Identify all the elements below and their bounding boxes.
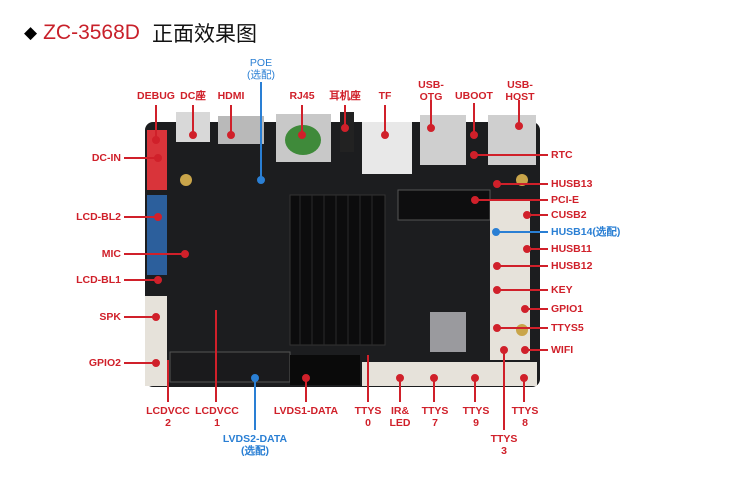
spk-gpio2-connectors (145, 296, 167, 386)
label-ttys0: TTYS 0 (354, 405, 382, 429)
label-hdmi: HDMI (217, 90, 245, 102)
view-subtitle: 正面效果图 (151, 22, 257, 46)
label-dc-jack: DC座 (180, 90, 206, 102)
usb-otg-port (420, 115, 466, 165)
diamond-bullet-icon: ◆ (24, 23, 38, 42)
label-dc-in: DC-IN (91, 152, 121, 164)
tf-slot (362, 122, 412, 174)
label-debug: DEBUG (137, 90, 175, 102)
label-usb-otg: USB- OTG (418, 79, 444, 103)
label-tf: TF (378, 90, 392, 102)
label-gpio1: GPIO1 (551, 303, 584, 315)
label-lvds1-data: LVDS1-DATA (273, 405, 339, 417)
right-connectors (490, 200, 530, 360)
label-lcd-bl2: LCD-BL2 (76, 211, 121, 223)
label-mic: MIC (101, 248, 121, 260)
label-ttys7: TTYS 7 (421, 405, 449, 429)
label-ttys5: TTYS5 (551, 322, 584, 334)
bottom-connectors (362, 362, 537, 386)
hdmi-port (218, 116, 264, 144)
label-pcie: PCI-E (551, 194, 580, 206)
label-lvds2-data: LVDS2-DATA (选配) (222, 433, 288, 457)
pcie-slot (397, 189, 491, 221)
label-husb12: HUSB12 (551, 260, 593, 272)
label-lcdvcc2: LCDVCC 2 (146, 405, 190, 429)
label-poe: POE (选配) (247, 57, 275, 81)
wifi-module (430, 312, 466, 352)
label-spk: SPK (99, 311, 121, 323)
lvds2-header (169, 351, 291, 383)
label-headphone: 耳机座 (329, 90, 361, 102)
label-husb14: HUSB14(选配) (551, 226, 621, 238)
usb-host-port (488, 115, 536, 165)
label-husb13: HUSB13 (551, 178, 593, 190)
label-usb-host: USB- HOST (505, 79, 535, 103)
lcd-bl-connectors (147, 195, 167, 275)
heatsink (289, 194, 386, 346)
label-rj45: RJ45 (289, 90, 315, 102)
label-rtc: RTC (551, 149, 573, 161)
lvds1-header (290, 355, 360, 385)
label-key: KEY (551, 284, 573, 296)
label-wifi: WIFI (551, 344, 574, 356)
label-uboot: UBOOT (455, 90, 493, 102)
label-lcdvcc1: LCDVCC 1 (195, 405, 239, 429)
label-husb11: HUSB11 (551, 243, 592, 255)
headphone-jack (340, 112, 354, 152)
label-ttys3: TTYS 3 (490, 433, 518, 457)
label-gpio2: GPIO2 (88, 357, 121, 369)
label-ttys8: TTYS 8 (511, 405, 539, 429)
model-name: ZC-3568D (43, 21, 140, 44)
page-title: ◆ ZC-3568D 正面效果图 (24, 18, 257, 48)
label-ir-led: IR& LED (389, 405, 411, 429)
label-ttys9: TTYS 9 (462, 405, 490, 429)
label-cusb2: CUSB2 (551, 209, 587, 221)
label-lcd-bl1: LCD-BL1 (76, 274, 121, 286)
